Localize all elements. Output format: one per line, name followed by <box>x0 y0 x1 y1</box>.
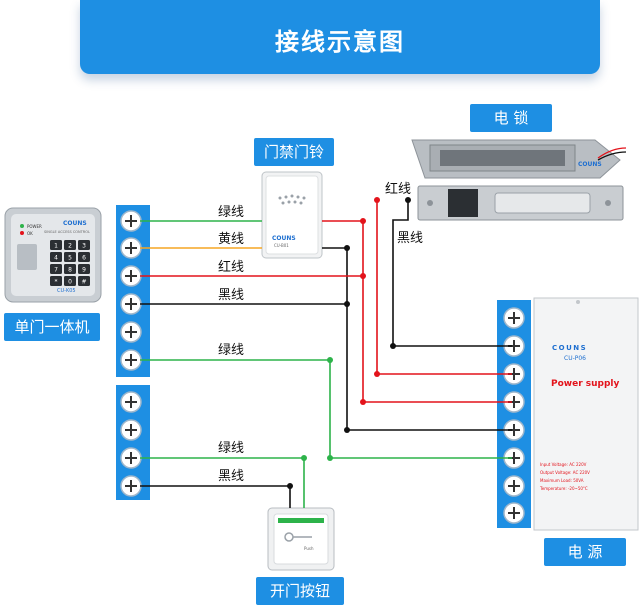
doorbell-device: COUNS CU-B01 <box>261 171 323 259</box>
keypad-key-label: 4 <box>54 255 58 262</box>
keypad-led-ok: OK <box>27 231 33 236</box>
wire-junctions <box>287 197 411 489</box>
terminal-screw <box>503 502 525 524</box>
keypad-key: 8 <box>64 264 76 274</box>
keypad-key: 5 <box>64 252 76 262</box>
power-label: 电 源 <box>544 538 626 566</box>
terminal-screw <box>120 293 142 315</box>
page-title: 接线示意图 <box>275 28 405 56</box>
wires <box>140 200 512 508</box>
keypad-key: 7 <box>50 264 62 274</box>
keypad-subtitle: SINGLE ACCESS CONTROL <box>44 230 90 234</box>
terminal-screw <box>503 419 525 441</box>
keypad-led-power: POWER <box>27 224 42 229</box>
wire-label-yellow: 黄线 <box>218 232 245 247</box>
terminal-screws <box>120 210 525 524</box>
keypad-key-label: 6 <box>82 255 86 262</box>
power-spec-2: Output Voltage: AC 220V <box>540 470 590 475</box>
keypad-key-label: 8 <box>68 267 72 274</box>
keypad-key-label: # <box>81 279 86 286</box>
terminal-screw <box>120 237 142 259</box>
keypad-keys: 1 2 3 4 5 6 7 8 9 * 0 # <box>50 240 90 286</box>
exit-button-device: Push <box>267 507 335 571</box>
lock-label: 电 锁 <box>470 104 552 132</box>
power-spec-3: Maximum Load: 50VA <box>540 478 584 483</box>
power-title: Power supply <box>551 379 620 389</box>
keypad-key-label: * <box>55 279 58 286</box>
keypad-key-label: 0 <box>68 279 72 286</box>
keypad-key: * <box>50 276 62 286</box>
keypad-key-label: 9 <box>82 267 86 274</box>
keypad-device: POWER OK COUNS SINGLE ACCESS CONTROL 1 2 3… <box>4 207 102 303</box>
keypad-key-label: 7 <box>54 267 58 274</box>
keypad-key: 0 <box>64 276 76 286</box>
keypad-key: 6 <box>78 252 90 262</box>
lock-brand: COUNS <box>578 161 602 168</box>
electric-lock-device: COUNS <box>411 139 627 221</box>
terminal-screw <box>120 210 142 232</box>
keypad-key: 3 <box>78 240 90 250</box>
keypad-brand: COUNS <box>63 220 87 227</box>
terminal-screw <box>120 349 142 371</box>
keypad-key: 4 <box>50 252 62 262</box>
wire-label-red: 红线 <box>218 260 245 275</box>
title-banner: 接线示意图 <box>80 0 600 74</box>
keypad-model: CU-K05 <box>57 288 76 294</box>
terminal-screw <box>120 447 142 469</box>
terminal-screw <box>120 419 142 441</box>
terminal-screw <box>503 307 525 329</box>
doorbell-brand: COUNS <box>272 235 296 242</box>
wire-label-black: 黑线 <box>218 288 245 303</box>
keypad-terminal-block <box>116 205 150 377</box>
terminal-screw <box>120 475 142 497</box>
terminal-screw <box>120 265 142 287</box>
power-supply-device: COUNS CU-P06 Power supply Input Voltage:… <box>533 297 639 531</box>
wire-label-lock-black: 黑线 <box>397 231 424 246</box>
doorbell-label: 门禁门铃 <box>254 138 334 166</box>
power-spec-4: Temperature: -20~50°C <box>539 486 588 491</box>
wire-label-button-green: 绿线 <box>218 441 245 456</box>
terminal-screw <box>503 447 525 469</box>
terminal-screw <box>120 391 142 413</box>
wire-label-button-black: 黑线 <box>218 469 245 484</box>
power-spec-1: Input Voltage: AC 220V <box>540 462 587 467</box>
wire-label-green-1: 绿线 <box>218 205 245 220</box>
terminal-screw <box>503 363 525 385</box>
keypad-key: 1 <box>50 240 62 250</box>
wire-label-green-2: 绿线 <box>218 343 245 358</box>
terminal-screw <box>120 321 142 343</box>
keypad-label: 单门一体机 <box>4 313 100 341</box>
keypad-key-label: 2 <box>68 243 72 250</box>
power-model: CU-P06 <box>564 355 586 362</box>
power-brand: COUNS <box>552 344 587 352</box>
keypad-key-label: 5 <box>68 255 72 262</box>
wire-label-lock-red: 红线 <box>385 182 412 197</box>
keypad-key: 2 <box>64 240 76 250</box>
keypad-key: 9 <box>78 264 90 274</box>
exit-button-text: Push <box>304 546 314 551</box>
terminal-screw <box>503 475 525 497</box>
keypad-key-label: 3 <box>82 243 86 250</box>
doorbell-model: CU-B01 <box>274 243 289 248</box>
button-label: 开门按钮 <box>256 577 344 605</box>
keypad-key-label: 1 <box>54 243 58 250</box>
keypad-key: # <box>78 276 90 286</box>
